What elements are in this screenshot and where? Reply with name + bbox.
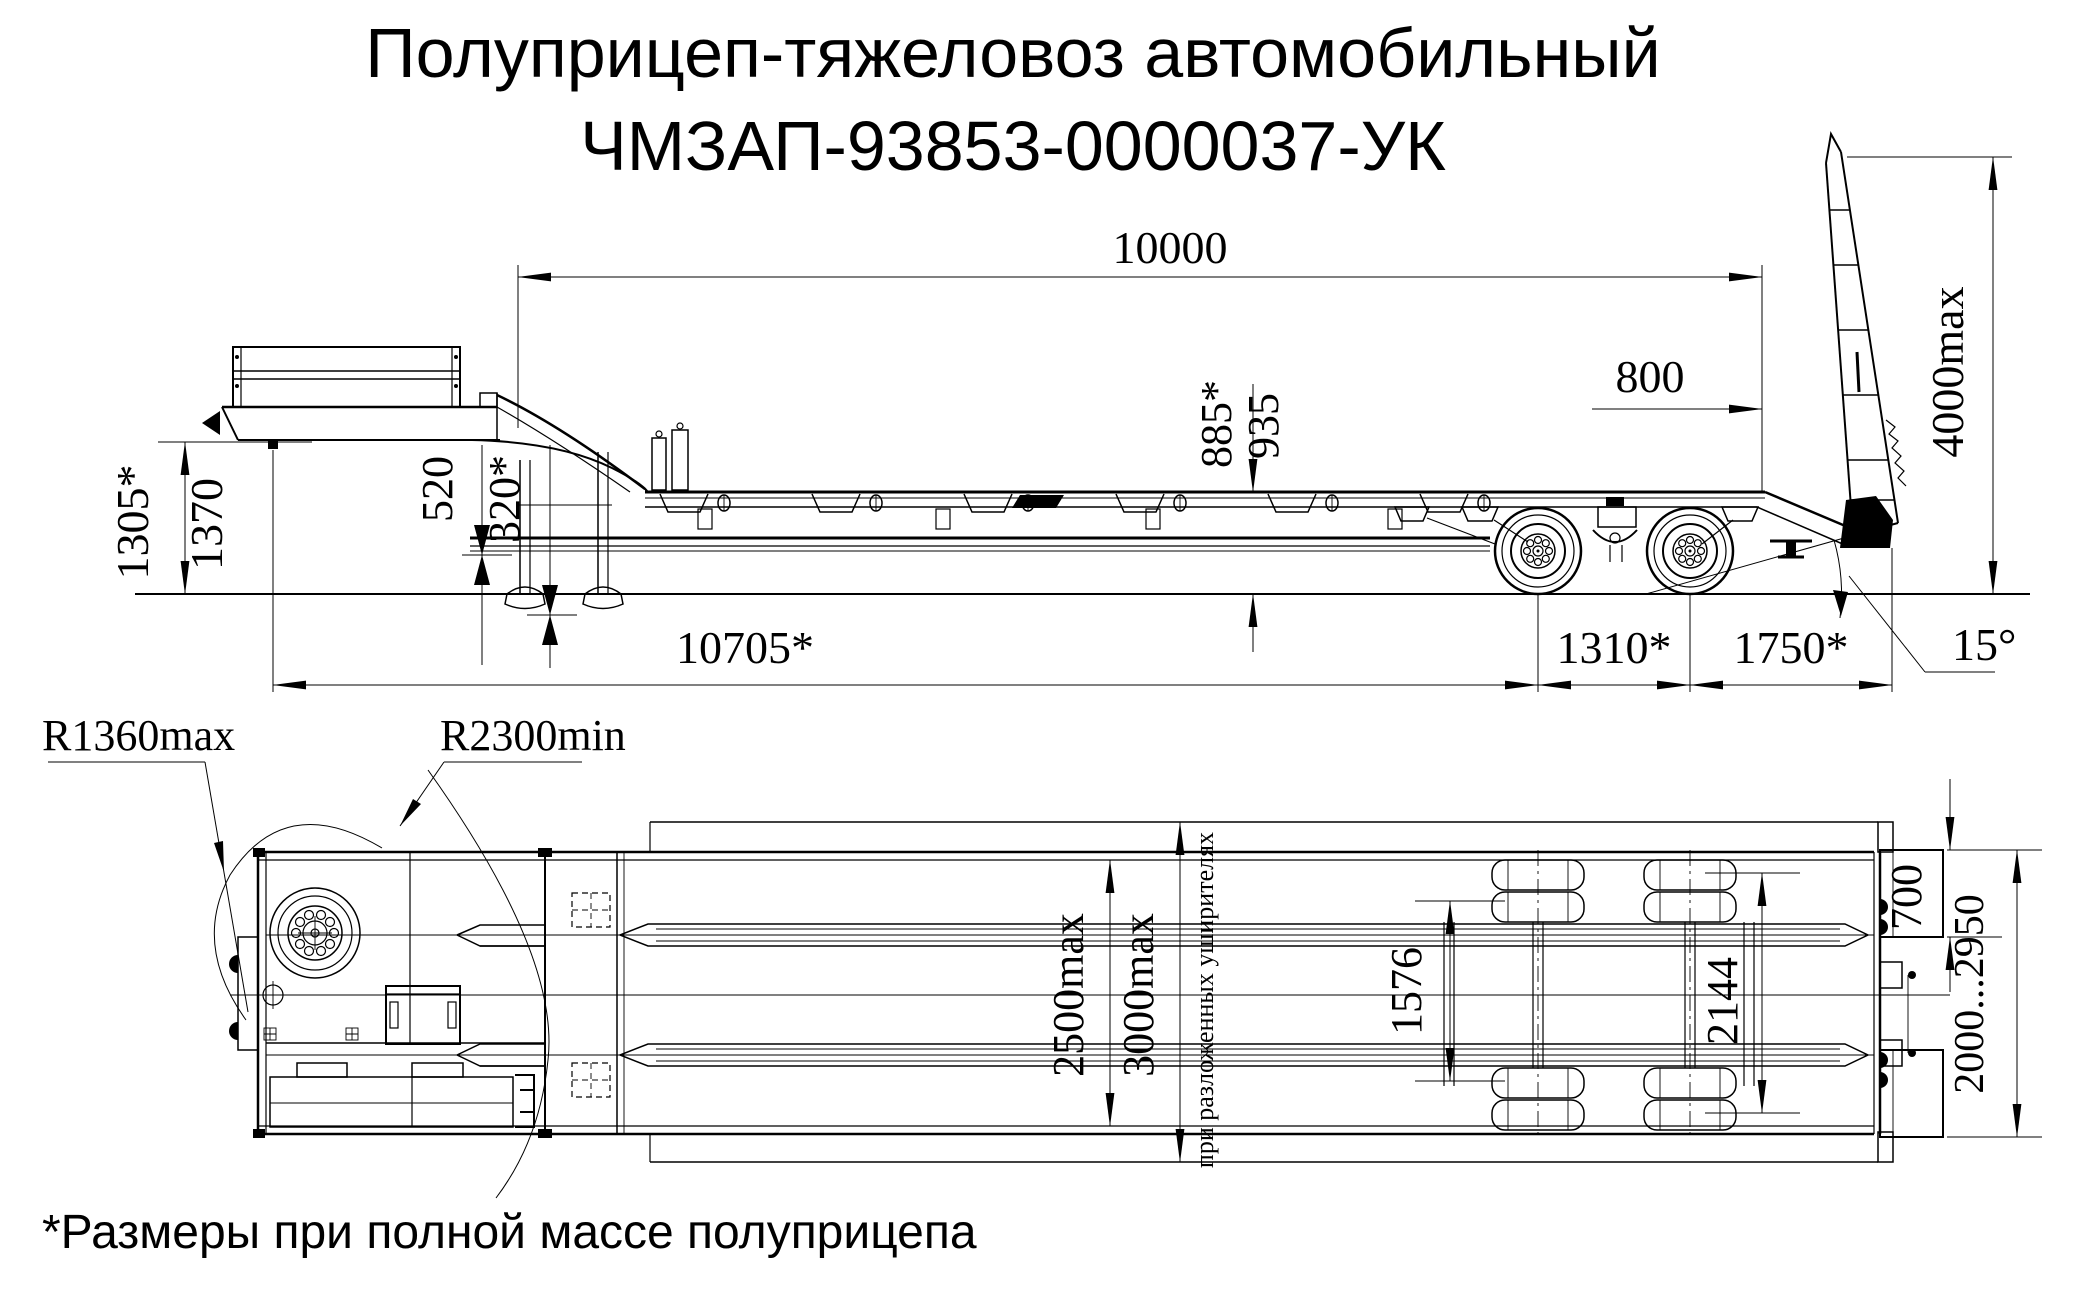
dim-track-inner: 1576	[1382, 947, 1431, 1035]
dim-ramp-angle: 15°	[1952, 619, 2016, 670]
note-extended-wideners: при разложенных уширителях	[1190, 832, 1219, 1168]
dim-width-max: 2500max	[1044, 913, 1093, 1077]
dim-bogie-to-rear: 1750*	[1734, 622, 1849, 673]
bogie	[1393, 497, 1760, 596]
dim-platform-length: 10000	[1113, 222, 1228, 273]
ramp-hinge-icon	[1840, 496, 1893, 548]
top-view	[229, 821, 1950, 1163]
title-line2: ЧМЗАП-93853-0000037-УК	[580, 107, 1446, 185]
rear-ramps-plan	[1879, 849, 1944, 1138]
side-view-dimensions: 10000 800 4000max 885* 935 1305* 1370 52…	[107, 156, 2016, 692]
dim-radius-clearance-min: R2300min	[440, 711, 626, 760]
side-view	[135, 131, 2030, 610]
loading-ramp-raised	[1825, 131, 1907, 536]
top-view-dimensions: R1360max R2300min 2500max 3000max при ра…	[42, 711, 2042, 1199]
title-line1: Полуприцеп-тяжеловоз автомобильный	[365, 14, 1660, 92]
dim-coupling-height-laden: 1305*	[107, 465, 158, 580]
dim-kingpin-to-bogie: 10705*	[676, 622, 814, 673]
dim-coupling-height: 1370	[181, 478, 232, 570]
gooseneck	[202, 346, 689, 493]
dim-rear-deck: 800	[1616, 351, 1685, 402]
kingpin-icon	[268, 440, 278, 449]
dim-ramp-width: 700	[1882, 864, 1931, 930]
dim-track-outer: 2144	[1698, 957, 1747, 1045]
title-block: Полуприцеп-тяжеловоз автомобильный ЧМЗАП…	[365, 14, 1660, 185]
front-hook-icon	[202, 411, 220, 435]
landing-gear	[504, 452, 624, 610]
dim-axle-spacing: 1310*	[1557, 622, 1672, 673]
dim-load-height-laden: 885*	[1192, 380, 1241, 468]
dim-radius-front-max: R1360max	[42, 711, 235, 760]
dim-gooseneck-clearance: 520	[413, 456, 462, 522]
low-deck	[470, 490, 1765, 552]
beavertail	[1756, 490, 1893, 559]
footnote: *Размеры при полной массе полуприцепа	[42, 1206, 977, 1259]
toolbox	[385, 985, 461, 1045]
dim-ramp-spacing: 2000...2950	[1947, 894, 1993, 1094]
dim-ramp-height: 4000max	[1922, 286, 1973, 457]
wheel-front	[1493, 506, 1583, 596]
dim-gooseneck-clearance-laden: 320*	[480, 455, 529, 543]
spare-wheel	[269, 887, 361, 979]
dim-load-height: 935	[1239, 393, 1288, 459]
dim-width-extended: 3000max	[1114, 913, 1163, 1077]
